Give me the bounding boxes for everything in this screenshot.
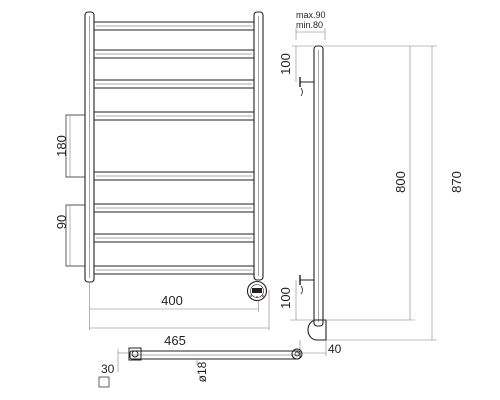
wall-distance-labels: max.90 min.80 <box>295 10 326 40</box>
dim-40-label: 40 <box>328 342 342 356</box>
wall-distance-min: min.80 <box>296 20 323 30</box>
dim-180-label: 180 <box>54 135 69 157</box>
heater-element-side <box>307 319 327 341</box>
dim-800-label: 800 <box>393 171 408 193</box>
wall-distance-max: max.90 <box>296 10 326 20</box>
dim-100-bottom-label: 100 <box>278 287 293 309</box>
dim-100-top-label: 100 <box>278 53 293 75</box>
thermostat-controller-icon <box>246 280 268 302</box>
horizontal-bars <box>93 21 255 275</box>
dim-465-label: 465 <box>164 333 186 348</box>
left-end-fitting <box>128 347 142 361</box>
horizontal-bar <box>93 203 255 213</box>
side-view: max.90 min.80 100 100 800 <box>278 10 464 356</box>
front-view: 180 90 400 465 <box>54 11 270 348</box>
dimension-870: 870 <box>326 45 464 341</box>
horizontal-bar <box>93 49 255 59</box>
wall-brackets <box>65 114 85 267</box>
dimension-465: 465 <box>89 327 269 348</box>
horizontal-bar <box>93 171 255 181</box>
dimension-100-bottom: 100 <box>278 280 314 321</box>
horizontal-bar <box>93 21 255 31</box>
dim-400-label: 400 <box>161 293 183 308</box>
dimension-diameter-18: ø18 <box>195 359 209 382</box>
dimension-90: 90 <box>54 205 71 266</box>
dim-90-label: 90 <box>54 215 69 229</box>
dim-diameter-label: ø18 <box>195 361 209 382</box>
dimension-100-top: 100 <box>278 45 314 82</box>
dimension-30: 30 <box>98 362 115 388</box>
right-post <box>253 11 264 281</box>
top-mount-bracket <box>299 77 314 97</box>
horizontal-bar <box>93 79 255 89</box>
dim-870-label: 870 <box>449 171 464 193</box>
bottom-mount-bracket <box>299 275 314 295</box>
horizontal-bar <box>93 111 255 121</box>
dimension-800: 800 <box>323 45 415 321</box>
dimension-180: 180 <box>54 115 71 177</box>
left-post <box>84 11 95 283</box>
horizontal-bar <box>93 265 255 275</box>
right-end-fitting <box>291 348 303 360</box>
horizontal-bar <box>93 233 255 243</box>
dim-30-label: 30 <box>101 362 115 376</box>
dimension-40: 40 <box>299 340 342 356</box>
top-view: 30 ø18 <box>98 347 303 388</box>
dimension-400: 400 <box>89 293 259 310</box>
